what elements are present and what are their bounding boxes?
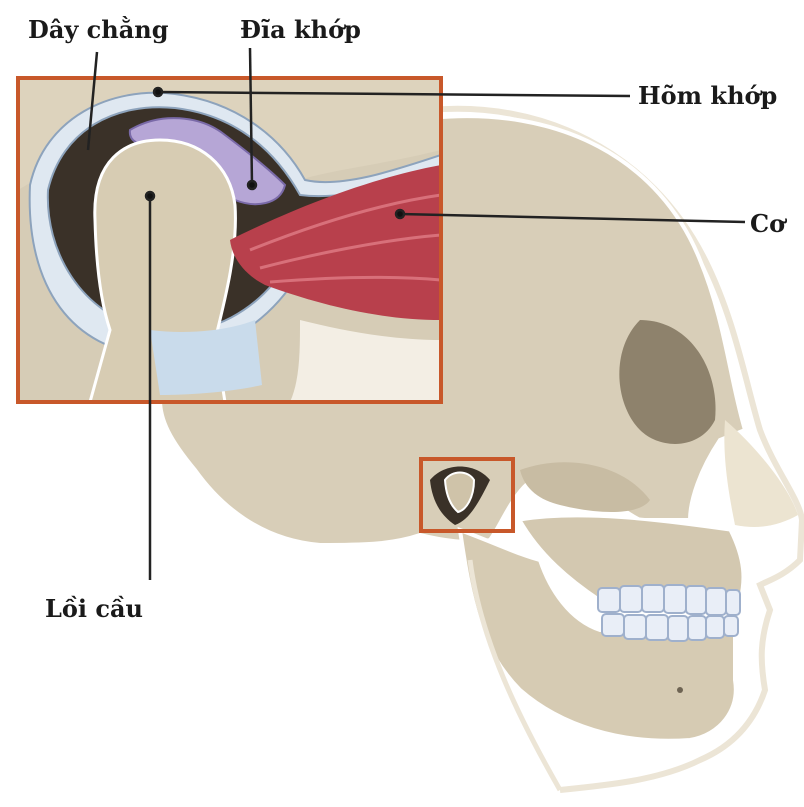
label-ligament: Dây chằng [28, 15, 169, 44]
joint-inset [18, 78, 441, 402]
chin-foramen [677, 687, 683, 693]
label-fossa: Hõm khớp [638, 81, 777, 110]
label-muscle: Cơ [750, 209, 787, 238]
upper-teeth [598, 585, 740, 615]
label-condyle: Lồi cầu [45, 594, 143, 623]
label-disc: Đĩa khớp [240, 15, 361, 44]
